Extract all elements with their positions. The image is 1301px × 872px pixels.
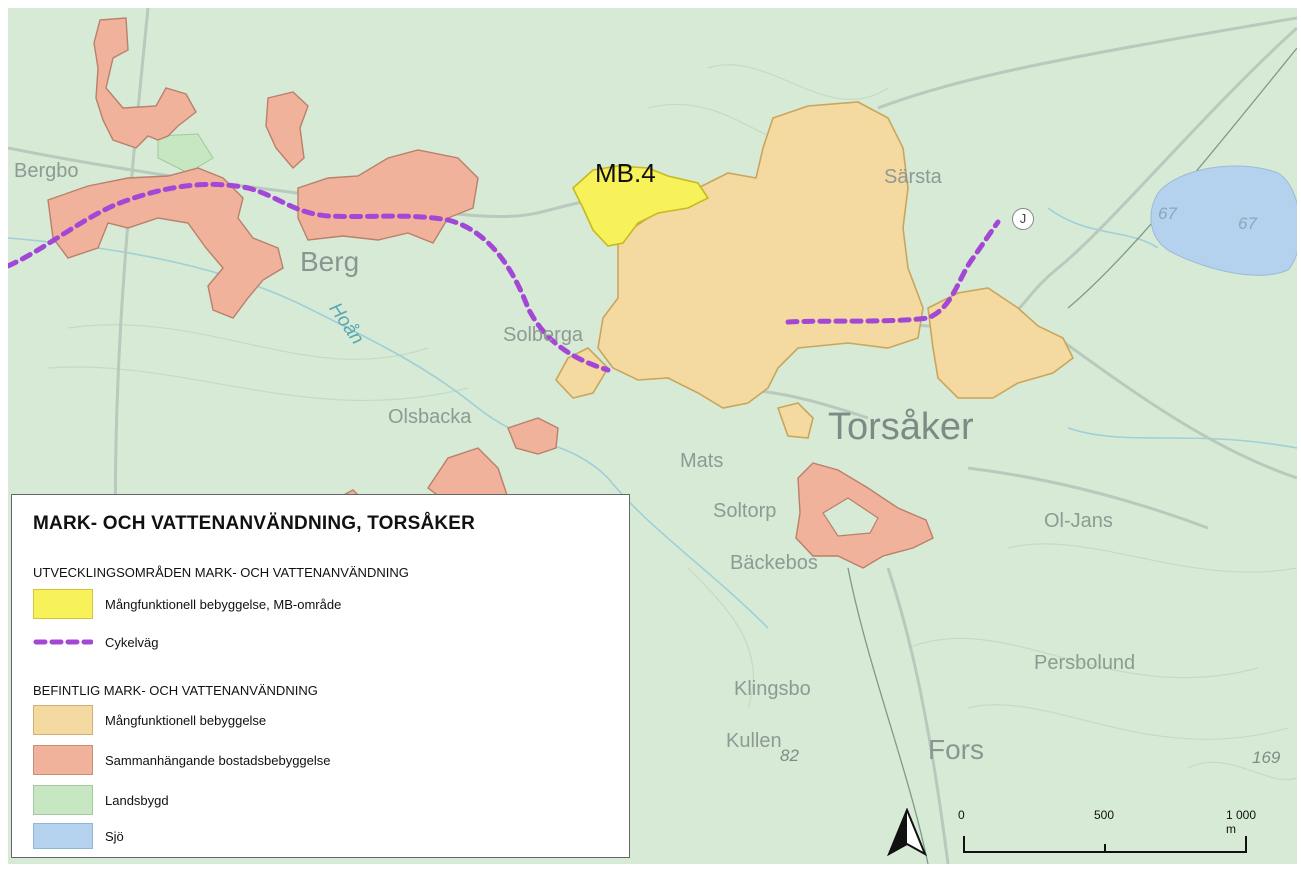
mixed-use-areas — [555, 101, 1075, 439]
scale-bar-graphic — [963, 836, 1247, 853]
scale-bar: 0 500 1 000 m — [958, 808, 1258, 858]
place-berg: Berg — [300, 246, 360, 277]
legend-section-existing: BEFINTLIG MARK- OCH VATTENANVÄNDNING — [33, 683, 318, 698]
scale-label-500: 500 — [1094, 808, 1115, 822]
place-mats: Mats — [680, 450, 724, 472]
place-sarsta: Särsta — [884, 166, 942, 188]
place-soltorp: Soltorp — [713, 500, 777, 522]
legend-swatch-residential — [33, 745, 93, 775]
rural-area — [157, 133, 214, 174]
place-bergbo: Bergbo — [14, 160, 79, 182]
cycle-path — [8, 181, 611, 373]
scale-label-0: 0 — [958, 808, 965, 822]
legend-label-mb-area: Mångfunktionell bebyggelse, MB-område — [105, 597, 342, 612]
legend-label-residential: Sammanhängande bostadsbebyggelse — [105, 753, 331, 768]
place-kullen: Kullen — [726, 730, 782, 752]
legend-label-mixed-use: Mångfunktionell bebyggelse — [105, 713, 267, 728]
elevation-east: 169 — [1252, 748, 1281, 767]
legend-label-rural: Landsbygd — [105, 793, 169, 808]
place-olsbacka: Olsbacka — [388, 406, 472, 428]
place-backebos: Bäckebos — [730, 552, 818, 574]
legend-swatch-rural — [33, 785, 93, 815]
place-persbolund: Persbolund — [1034, 652, 1136, 674]
legend-swatch-cycle-path — [33, 639, 93, 645]
legend-item-residential: Sammanhängande bostadsbebyggelse — [33, 745, 613, 775]
legend-item-mb-area: Mångfunktionell bebyggelse, MB-område — [33, 589, 613, 619]
lake-sjo — [1150, 165, 1297, 276]
north-arrow-icon — [886, 808, 928, 857]
elevation-lake-left: 67 — [1158, 204, 1177, 223]
mb-area[interactable] — [572, 165, 710, 247]
legend-swatch-mb-area — [33, 589, 93, 619]
legend-swatch-mixed-use — [33, 705, 93, 735]
road-shield-j: J — [1012, 208, 1034, 230]
legend-label-lake: Sjö — [105, 829, 124, 844]
legend-panel: MARK- OCH VATTENANVÄNDNING, TORSÅKER UTV… — [11, 494, 630, 858]
residential-hole — [822, 497, 879, 537]
legend-swatch-lake — [33, 823, 93, 849]
place-ol-jans: Ol-Jans — [1044, 510, 1113, 532]
place-klingsbo: Klingsbo — [734, 678, 811, 700]
legend-item-cycle-path: Cykelväg — [33, 627, 613, 657]
elevation-lake-right: 67 — [1238, 214, 1257, 233]
legend-label-cycle-path: Cykelväg — [105, 635, 159, 650]
legend-title: MARK- OCH VATTENANVÄNDNING, TORSÅKER — [33, 513, 476, 534]
legend-item-mixed-use: Mångfunktionell bebyggelse — [33, 705, 613, 735]
mb-area-label: MB.4 — [595, 158, 656, 188]
legend-item-rural: Landsbygd — [33, 785, 613, 815]
place-fors: Fors — [928, 734, 984, 765]
place-solberga: Solberga — [503, 324, 584, 346]
scale-label-1000: 1 000 m — [1226, 808, 1257, 836]
legend-section-development: UTVECKLINGSOMRÅDEN MARK- OCH VATTENANVÄN… — [33, 565, 409, 580]
place-torsaker: Torsåker — [828, 406, 974, 448]
elevation-kullen: 82 — [780, 746, 799, 765]
cycle-path-east — [785, 219, 1001, 325]
legend-item-lake: Sjö — [33, 823, 613, 853]
